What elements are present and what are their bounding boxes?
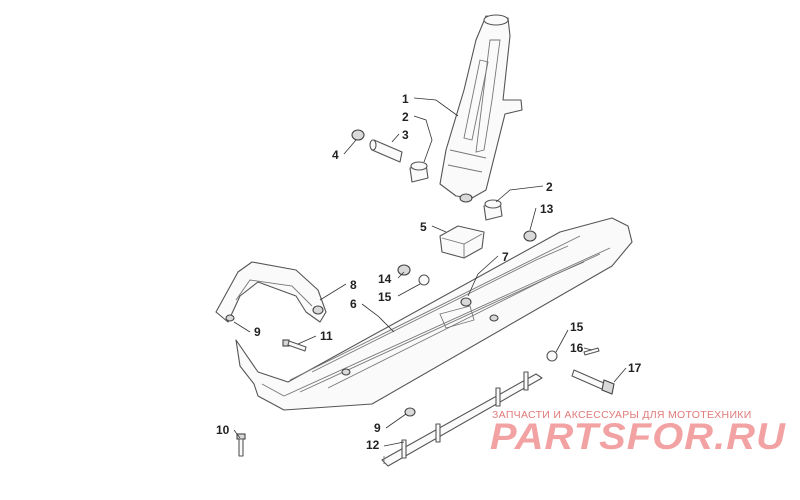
callout-4: 4 (332, 148, 339, 162)
callout-6: 6 (350, 297, 357, 311)
callout-7: 7 (502, 250, 509, 264)
callout-16: 16 (570, 341, 584, 355)
callout-9-upper: 9 (254, 325, 261, 339)
nut-small (351, 129, 365, 141)
ski-spindle (439, 14, 523, 203)
callout-17: 17 (628, 361, 642, 375)
bolt-17 (571, 369, 615, 395)
callout-2-upper: 2 (402, 110, 409, 124)
callout-2-lower: 2 (546, 180, 553, 194)
ski-body (235, 217, 633, 411)
callout-13: 13 (540, 202, 554, 216)
callout-15-lower: 15 (570, 320, 584, 334)
spindle-bushings (351, 129, 537, 242)
callout-1: 1 (402, 92, 409, 106)
ski-saddle (439, 225, 485, 259)
wear-bar-runner (381, 371, 543, 467)
callout-15-upper: 15 (378, 290, 392, 304)
bolt-10 (236, 433, 246, 457)
leader-lines (233, 97, 627, 447)
watermark-brand: PARTSFOR.RU (490, 416, 786, 457)
callout-3: 3 (402, 128, 409, 142)
bolt-11 (282, 339, 307, 352)
callout-11: 11 (320, 329, 333, 343)
bushing-lower (483, 199, 503, 221)
callout-labels: 1 2 3 4 2 13 5 7 14 15 8 6 9 11 15 16 17… (216, 92, 642, 452)
bolts (236, 339, 615, 457)
watermark: ЗАПЧАСТИ И АКСЕССУАРЫ ДЛЯ МОТОТЕХНИКИ PA… (490, 409, 786, 457)
ski-handle (215, 261, 327, 323)
pin-16 (583, 347, 600, 356)
callout-8: 8 (350, 278, 357, 292)
nut-13 (523, 230, 537, 242)
callout-5: 5 (420, 220, 427, 234)
callout-14: 14 (378, 272, 392, 286)
watermark-subtitle: ЗАПЧАСТИ И АКСЕССУАРЫ ДЛЯ МОТОТЕХНИКИ (492, 409, 752, 421)
callout-12: 12 (366, 438, 380, 452)
bushing-upper (409, 161, 429, 183)
spacer-tube (369, 139, 403, 163)
callout-9-lower: 9 (374, 421, 381, 435)
washer-nut-set (397, 264, 558, 417)
callout-10: 10 (216, 423, 230, 437)
